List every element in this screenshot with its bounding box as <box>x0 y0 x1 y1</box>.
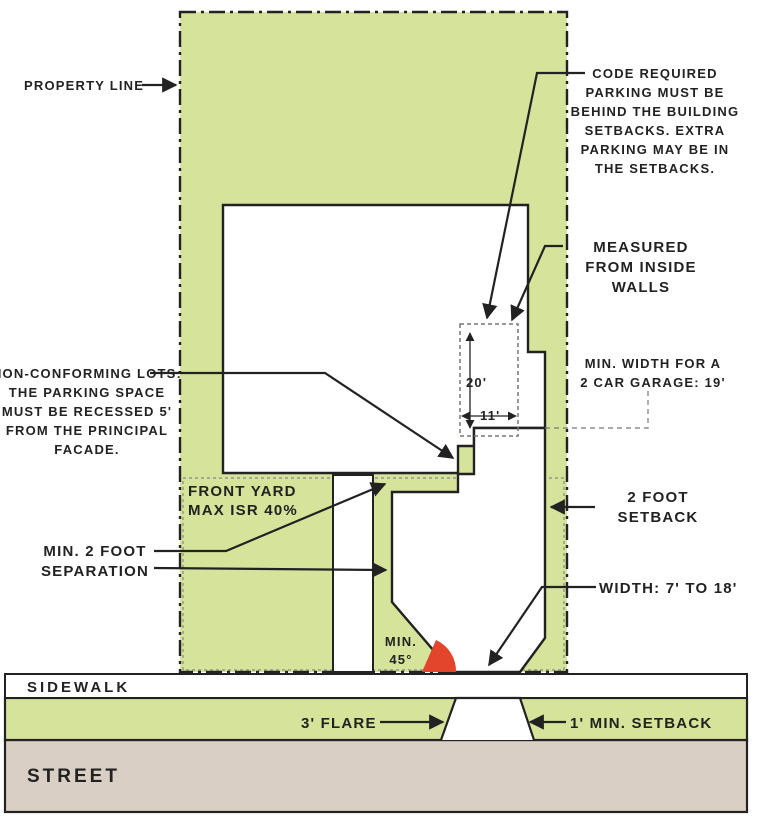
min-width-label: MIN. WIDTH FOR A 2 CAR GARAGE: 19' <box>580 356 726 390</box>
svg-text:SETBACK: SETBACK <box>618 509 699 526</box>
two-foot-setback-label: 2 FOOT SETBACK <box>618 489 699 526</box>
svg-text:NON-CONFORMING LOTS:: NON-CONFORMING LOTS: <box>0 366 182 381</box>
property-line-label: PROPERTY LINE <box>24 78 144 93</box>
street-label: STREET <box>27 766 120 787</box>
svg-text:MIN. WIDTH FOR A: MIN. WIDTH FOR A <box>585 356 721 371</box>
svg-text:2 CAR GARAGE: 19': 2 CAR GARAGE: 19' <box>580 375 726 390</box>
svg-text:PARKING MAY BE IN: PARKING MAY BE IN <box>581 142 730 157</box>
separation-label: MIN. 2 FOOT SEPARATION <box>41 543 149 580</box>
svg-text:THE SETBACKS.: THE SETBACKS. <box>595 161 715 176</box>
min-setback-label: 1' MIN. SETBACK <box>570 715 712 732</box>
svg-text:WALLS: WALLS <box>612 279 671 296</box>
svg-text:MIN.: MIN. <box>385 634 417 649</box>
walkway <box>332 474 374 673</box>
planting-strip <box>3 696 749 742</box>
svg-text:PARKING MUST BE: PARKING MUST BE <box>585 85 724 100</box>
code-required-label: CODE REQUIRED PARKING MUST BE BEHIND THE… <box>571 66 740 176</box>
parking-space <box>459 323 519 437</box>
non-conforming-label: NON-CONFORMING LOTS: THE PARKING SPACE M… <box>0 366 182 457</box>
svg-text:FACADE.: FACADE. <box>54 442 119 457</box>
non-conforming-arrow <box>150 371 455 459</box>
svg-text:THE PARKING SPACE: THE PARKING SPACE <box>9 385 165 400</box>
garage-width-line <box>545 390 649 429</box>
svg-text:MEASURED: MEASURED <box>593 239 688 256</box>
svg-text:FROM THE PRINCIPAL: FROM THE PRINCIPAL <box>6 423 168 438</box>
svg-text:BEHIND THE BUILDING: BEHIND THE BUILDING <box>571 104 740 119</box>
front-yard-label: FRONT YARD MAX ISR 40% <box>188 483 298 519</box>
svg-text:CODE REQUIRED: CODE REQUIRED <box>592 66 717 81</box>
min-angle-label: MIN. 45° <box>385 634 417 667</box>
width-arrow <box>488 585 596 667</box>
measured-label: MEASURED FROM INSIDE WALLS <box>585 239 697 296</box>
min-angle-wedge <box>422 640 457 672</box>
dim-11-label: 11' <box>480 408 500 423</box>
code-required-arrow <box>482 71 585 320</box>
separation-arrow-2 <box>153 562 388 578</box>
svg-text:MIN. 2 FOOT: MIN. 2 FOOT <box>43 543 146 560</box>
sidewalk <box>4 673 748 699</box>
svg-text:SEPARATION: SEPARATION <box>41 563 149 580</box>
street <box>3 738 749 814</box>
svg-text:2 FOOT: 2 FOOT <box>627 489 688 506</box>
separation-arrow-1 <box>154 482 387 553</box>
flare-label: 3' FLARE <box>301 715 377 732</box>
svg-text:MUST BE RECESSED 5': MUST BE RECESSED 5' <box>2 404 172 419</box>
sidewalk-label: SIDEWALK <box>27 679 130 696</box>
dim-20-label: 20' <box>466 375 487 390</box>
svg-text:SETBACKS. EXTRA: SETBACKS. EXTRA <box>585 123 726 138</box>
svg-text:FRONT YARD: FRONT YARD <box>188 483 297 500</box>
curb-cut <box>439 696 536 741</box>
svg-text:45°: 45° <box>389 652 412 667</box>
svg-text:FROM INSIDE: FROM INSIDE <box>585 259 697 276</box>
measured-arrow <box>510 244 563 322</box>
width-label: WIDTH: 7' TO 18' <box>599 580 738 597</box>
svg-text:MAX ISR 40%: MAX ISR 40% <box>188 502 298 519</box>
